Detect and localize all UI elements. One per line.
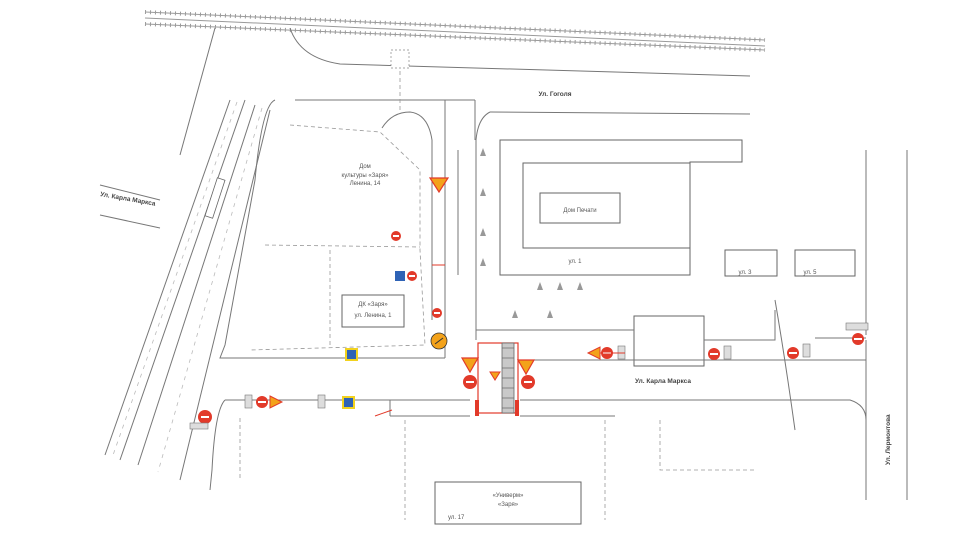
street-label-top: Ул. Гоголя	[538, 91, 571, 98]
center-buildings	[499, 139, 856, 367]
house-center-number: ул. 1	[568, 259, 582, 265]
no-entry-sign-icon	[463, 375, 535, 389]
roadworks-sign-icon	[430, 332, 448, 350]
shop-address: ул. Ленина, 1	[355, 313, 393, 319]
parking-sign-icon	[395, 271, 417, 281]
right-roads	[476, 150, 908, 500]
yield-sign-icon	[428, 177, 450, 194]
station-name: «Универм»	[493, 493, 524, 499]
shop-building	[341, 294, 405, 328]
work-zone	[475, 342, 519, 416]
roadworks-sign-icon	[460, 357, 536, 376]
roadworks-sign-icon	[269, 395, 284, 409]
main-road-diagonal	[99, 27, 271, 481]
pedestrian-crossing-sign-icon	[345, 348, 358, 361]
no-entry-sign-icon	[391, 231, 401, 241]
street-label-right: Ул. Лермонтова	[885, 414, 892, 465]
no-entry-sign-icon	[708, 333, 864, 360]
house-center-name: Дом Печати	[563, 208, 596, 214]
house-right-1-number: ул. 3	[738, 270, 752, 276]
main-road-dashes	[111, 101, 263, 473]
station-building	[434, 481, 582, 525]
roadworks-sign-icon	[489, 371, 501, 381]
central-road	[444, 100, 491, 358]
school-title: Дом	[359, 164, 371, 170]
school-name: культуры «Заря»	[342, 173, 390, 179]
school-address: Ленина, 14	[350, 181, 381, 187]
shop-name: ДК «Заря»	[358, 302, 388, 308]
barrier-lines	[374, 264, 625, 417]
yield-sign-icon	[586, 346, 601, 360]
station-number: ул. 17	[448, 515, 465, 521]
left-block	[219, 99, 445, 359]
no-entry-sign-icon	[432, 308, 442, 318]
house-right-2-number: ул. 5	[803, 270, 817, 276]
street-label-bottom: Ул. Карла Маркса	[635, 378, 691, 385]
street-label-left: Ул. Карла Маркса	[100, 191, 157, 208]
tree-row	[480, 148, 583, 318]
kiosk	[390, 49, 410, 69]
bus-stop-pavilion	[204, 177, 226, 219]
no-entry-sign-icon	[198, 396, 268, 424]
station-name-2: «Заря»	[498, 502, 519, 508]
railway	[144, 10, 766, 52]
pedestrian-crossing-sign-icon	[342, 396, 355, 409]
traffic-light-icon	[189, 394, 326, 430]
bottom-dashed-lots	[239, 418, 755, 520]
